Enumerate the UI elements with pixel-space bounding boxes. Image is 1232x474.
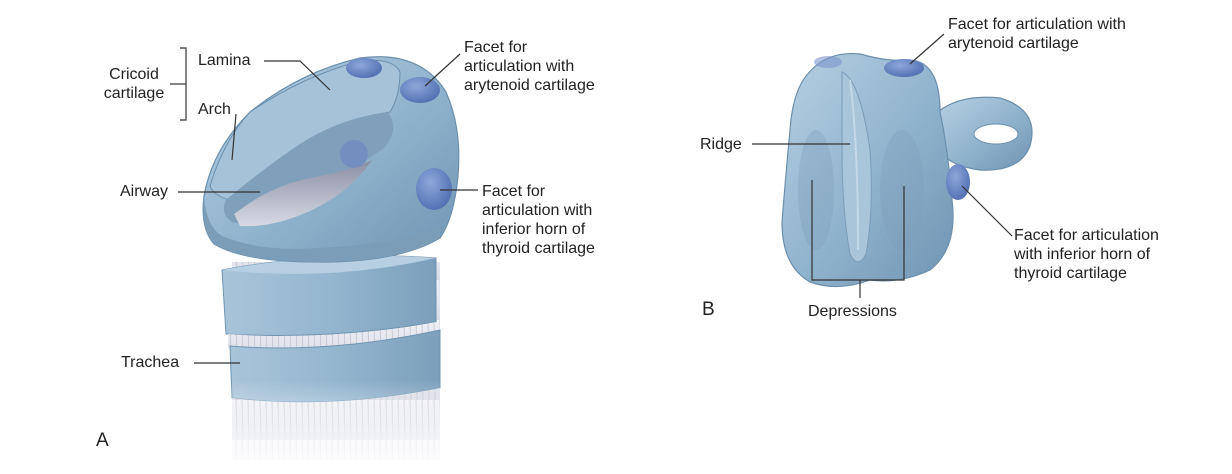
panel-a-drawing	[170, 47, 478, 470]
label-airway: Airway	[120, 183, 169, 200]
panel-a-letter: A	[96, 430, 109, 451]
leader-lines-b	[752, 33, 1013, 298]
leader-lines-a	[170, 47, 478, 364]
label-depressions: Depressions	[808, 303, 897, 320]
label-facet-arytenoid-b: Facet for articulation with arytenoid ca…	[948, 16, 1126, 52]
label-facet-arytenoid-a: Facet for articulation with arytenoid ca…	[464, 39, 595, 94]
depression-right	[880, 130, 924, 250]
depression-left	[798, 130, 834, 250]
facets-a	[340, 58, 452, 210]
facet-arytenoid-b-left	[814, 56, 842, 68]
facet-thyroid-b	[946, 164, 970, 200]
label-trachea: Trachea	[121, 354, 180, 371]
label-facet-thyroid-b: Facet for articulation with inferior hor…	[1014, 227, 1159, 282]
facet-arytenoid-a-left	[346, 58, 382, 78]
panel-b-letter: B	[702, 299, 715, 320]
panel-b-drawing	[752, 33, 1033, 298]
trachea	[220, 255, 450, 470]
label-arch: Arch	[198, 101, 231, 118]
facet-thyroid-a	[416, 168, 452, 210]
cricoid-cartilage-a	[202, 56, 460, 263]
label-ridge: Ridge	[700, 136, 742, 153]
label-facet-thyroid-a: Facet for articulation with inferior hor…	[482, 183, 595, 257]
facet-arytenoid-b	[884, 59, 924, 77]
label-lamina: Lamina	[198, 52, 251, 69]
facet-arytenoid-a-right	[400, 77, 440, 103]
facet-inner-a	[340, 140, 368, 168]
label-cricoid-cartilage: Cricoid cartilage	[103, 66, 165, 102]
